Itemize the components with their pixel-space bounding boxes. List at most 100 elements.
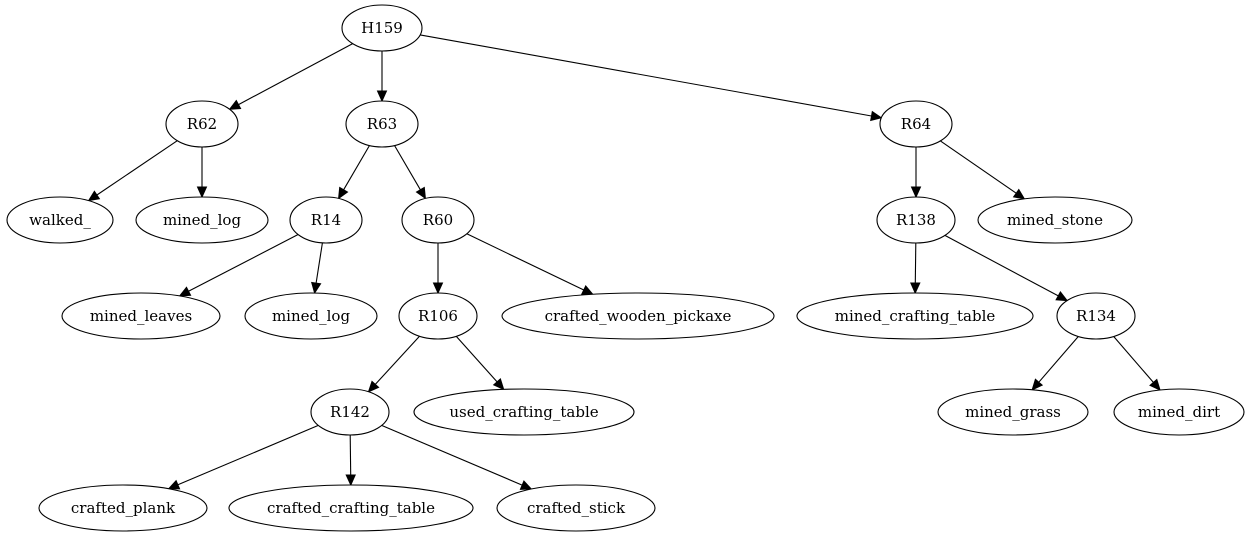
node-label: mined_log (272, 307, 350, 325)
arrowhead-icon (345, 474, 356, 487)
edge-line (188, 234, 299, 292)
node-ellipse (289, 196, 363, 244)
edge-R134-to-mined_grass (1031, 336, 1079, 391)
edge-line (914, 242, 917, 284)
node-label: crafted_plank (71, 499, 176, 517)
edge-R64-to-mined_stone (940, 140, 1026, 200)
edge-R63-to-R14 (337, 145, 370, 200)
edge-R63-to-R60 (394, 145, 427, 200)
node-label: H159 (361, 19, 403, 37)
edge-line (96, 140, 178, 196)
arrowhead-icon (1031, 378, 1044, 391)
node-ellipse (1056, 292, 1136, 340)
edge-R14-to-mined_leaves (178, 234, 299, 297)
node-R63: R63 (345, 100, 419, 148)
edge-line (940, 140, 1017, 194)
node-used-crafting-table: used_crafting_table (413, 388, 635, 436)
node-label: R60 (423, 211, 453, 229)
node-R64: R64 (879, 100, 953, 148)
edge-line (394, 145, 421, 191)
edge-line (349, 434, 352, 476)
node-ellipse (796, 292, 1034, 340)
arrowhead-icon (367, 380, 380, 393)
node-R138: R138 (876, 196, 956, 244)
arrowhead-icon (376, 90, 388, 103)
node-mined-dirt: mined_dirt (1113, 388, 1245, 436)
node-ellipse (879, 100, 953, 148)
arrowhead-icon (870, 110, 883, 122)
node-R60: R60 (401, 196, 475, 244)
node-ellipse (401, 196, 475, 244)
node-ellipse (341, 4, 423, 52)
arrowhead-icon (910, 186, 922, 199)
edge-R60-to-R106 (432, 243, 444, 295)
arrowhead-icon (228, 99, 242, 110)
node-ellipse (937, 388, 1089, 436)
node-ellipse (310, 388, 390, 436)
node-label: mined_leaves (90, 307, 192, 325)
node-label: crafted_wooden_pickaxe (545, 307, 732, 325)
node-label: crafted_crafting_table (267, 499, 435, 517)
node-ellipse (413, 388, 635, 436)
edge-R138-to-R134 (944, 234, 1069, 302)
node-label: mined_log (163, 211, 241, 229)
edge-line (177, 424, 319, 486)
node-label: R14 (311, 211, 341, 229)
node-label: R63 (367, 115, 397, 133)
arrowhead-icon (196, 186, 208, 199)
edge-line (944, 234, 1059, 297)
node-ellipse (977, 196, 1133, 244)
node-label: R142 (330, 403, 370, 421)
node-H159: H159 (341, 4, 423, 52)
node-R62: R62 (165, 100, 239, 148)
arrowhead-icon (337, 186, 349, 200)
node-R14: R14 (289, 196, 363, 244)
edge-R134-to-mined_dirt (1113, 336, 1161, 391)
arrowhead-icon (178, 286, 192, 297)
node-mined-grass: mined_grass (937, 388, 1089, 436)
node-ellipse (876, 196, 956, 244)
node-R142: R142 (310, 388, 390, 436)
edge-line (455, 335, 498, 383)
node-crafted-plank: crafted_plank (38, 484, 208, 532)
arrowhead-icon (910, 282, 921, 295)
node-crafted-crafting-table: crafted_crafting_table (228, 484, 474, 532)
edge-line (1113, 336, 1154, 383)
node-label: mined_grass (965, 403, 1061, 421)
arrowhead-icon (1149, 378, 1161, 391)
node-crafted-stick: crafted_stick (496, 484, 656, 532)
edge-R142-to-crafted_stick (381, 424, 533, 490)
node-ellipse (244, 292, 378, 340)
node-ellipse (228, 484, 474, 532)
node-ellipse (398, 292, 478, 340)
arrowhead-icon (1055, 290, 1069, 302)
edge-H159-to-R64 (420, 34, 883, 122)
edge-R106-to-R142 (367, 335, 420, 393)
arrowhead-icon (87, 190, 101, 202)
edge-line (420, 34, 872, 117)
node-mined-log-2: mined_log (244, 292, 378, 340)
node-ellipse (501, 292, 775, 340)
edge-H159-to-R63 (376, 51, 388, 103)
edge-R62-to-mined_log_1 (196, 147, 208, 199)
node-crafted-wooden-pickaxe: crafted_wooden_pickaxe (501, 292, 775, 340)
edge-line (238, 43, 353, 106)
node-R106: R106 (398, 292, 478, 340)
edge-line (381, 424, 523, 486)
node-mined-crafting-table: mined_crafting_table (796, 292, 1034, 340)
node-walked-: walked_ (6, 196, 114, 244)
node-label: R64 (901, 115, 931, 133)
node-ellipse (165, 100, 239, 148)
node-mined-leaves: mined_leaves (61, 292, 221, 340)
node-label: mined_dirt (1138, 403, 1220, 421)
node-ellipse (38, 484, 208, 532)
node-label: walked_ (29, 211, 91, 229)
edge-line (343, 145, 370, 191)
node-ellipse (345, 100, 419, 148)
edge-R14-to-mined_log_2 (311, 242, 323, 295)
node-mined-log-1: mined_log (135, 196, 269, 244)
edge-R60-to-crafted_wooden_pickaxe (466, 233, 594, 295)
node-label: R138 (896, 211, 936, 229)
node-ellipse (496, 484, 656, 532)
